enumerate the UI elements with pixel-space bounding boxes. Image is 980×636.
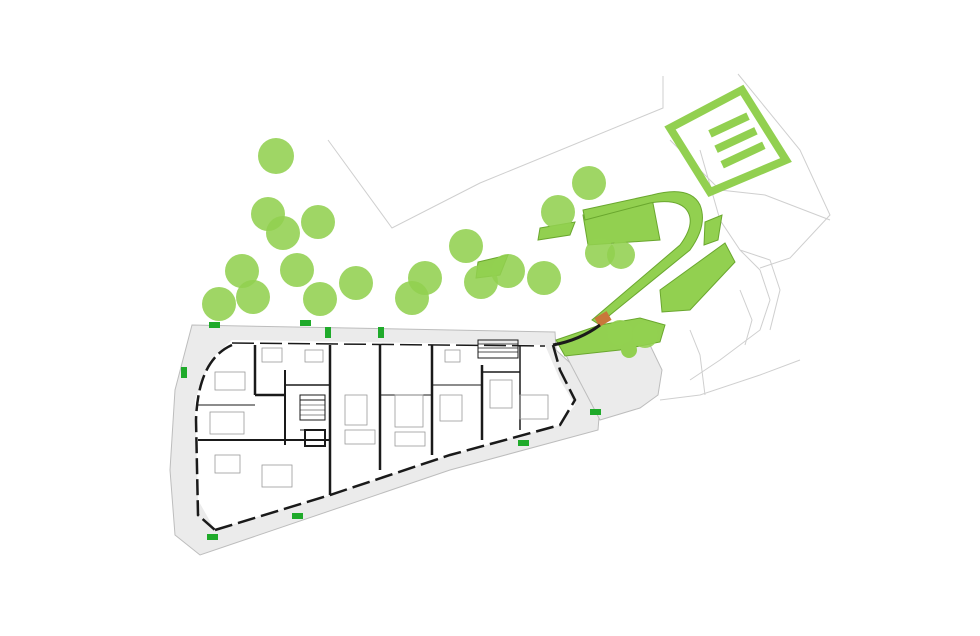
tree-t6 (280, 253, 314, 287)
parking-garden (664, 84, 792, 198)
tree-small (621, 342, 637, 358)
tree-t4 (301, 205, 335, 239)
tree-t13 (449, 229, 483, 263)
interior-walls (194, 339, 577, 532)
tree-t7 (236, 280, 270, 314)
tree-t16 (527, 261, 561, 295)
facade-markers (181, 320, 601, 540)
tree-t17 (541, 195, 575, 229)
tree-t14 (464, 265, 498, 299)
tree-t10 (339, 266, 373, 300)
tree-t21 (607, 320, 633, 346)
trees (202, 138, 658, 358)
tree-t18 (572, 166, 606, 200)
tree-t19 (585, 238, 615, 268)
building-footprint (169, 324, 663, 556)
furniture (209, 347, 549, 488)
tree-t22 (632, 322, 658, 348)
tree-t3 (266, 216, 300, 250)
tree-t8 (202, 287, 236, 321)
tree-t5 (225, 254, 259, 288)
tree-t15 (491, 254, 525, 288)
tree-t12 (395, 281, 429, 315)
tree-t20 (607, 241, 635, 269)
tree-t9 (303, 282, 337, 316)
tree-t1 (258, 138, 294, 174)
